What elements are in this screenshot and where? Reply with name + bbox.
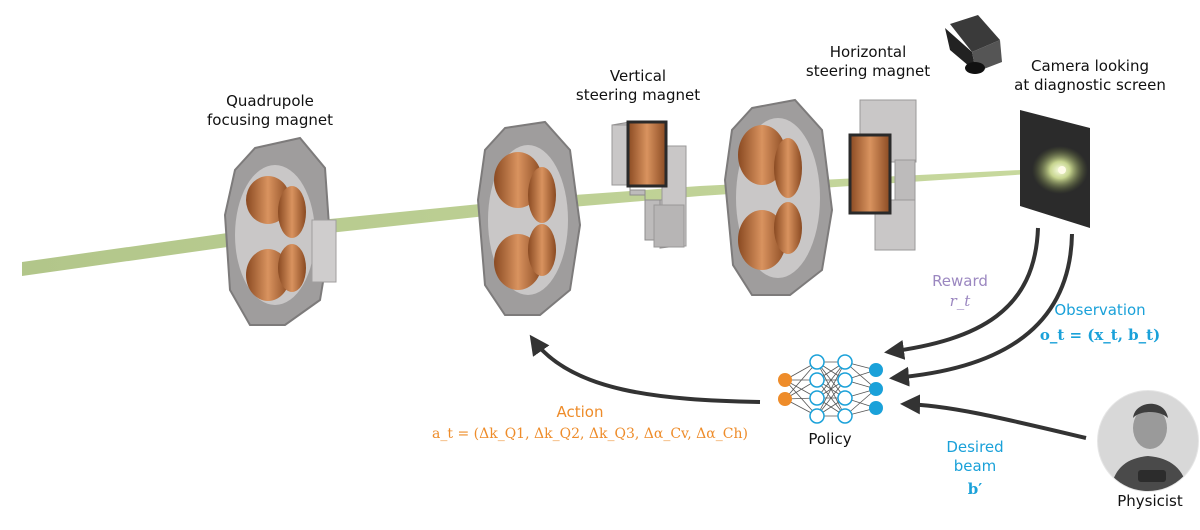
desired-beam-math: b′ [967, 480, 983, 498]
policy-network-icon [778, 354, 883, 424]
horizontal-label: Horizontal steering magnet [798, 43, 938, 81]
electron-beam [22, 168, 1060, 276]
camera-label-line2: at diagnostic screen [1014, 76, 1166, 94]
quadrupole-label: Quadrupole focusing magnet [205, 92, 335, 130]
observation-label: Observation [1054, 301, 1146, 319]
desired-beam-arrow [900, 394, 1087, 440]
vertical-label-line1: Vertical [609, 67, 667, 85]
reward-arrow [884, 227, 1040, 360]
observation-arrow [889, 233, 1074, 387]
reward-math: r_t [949, 292, 971, 310]
desired-beam-line1: Desired [946, 438, 1004, 456]
vertical-label-line2: steering magnet [575, 86, 701, 104]
camera-label: Camera looking at diagnostic screen [1010, 57, 1170, 95]
camera-label-line1: Camera looking [1030, 57, 1150, 75]
physicist-avatar [1097, 390, 1199, 492]
action-arrow [529, 334, 761, 404]
horizontal-label-line1: Horizontal [829, 43, 907, 61]
observation-math: o_t = (x_t, b_t) [1039, 326, 1161, 344]
policy-label: Policy [808, 430, 852, 448]
desired-beam-line2: beam [953, 457, 997, 475]
camera-icon [945, 15, 1002, 74]
quadrupole-magnet-2 [476, 120, 582, 316]
diagnostic-screen [1020, 110, 1090, 228]
action-label: Action [556, 403, 604, 421]
quadrupole-magnet-3 [723, 98, 834, 296]
vertical-label: Vertical steering magnet [568, 67, 708, 105]
quadrupole-label-line2: focusing magnet [207, 111, 333, 129]
action-math: a_t = (Δk_Q1, Δk_Q2, Δk_Q3, Δα_Cv, Δα_Ch… [432, 426, 748, 442]
desired-beam-label: Desired beam [935, 438, 1015, 476]
reward-label: Reward [932, 272, 988, 290]
physicist-label: Physicist [1117, 492, 1183, 510]
horizontal-steering-magnet [848, 99, 917, 251]
vertical-steering-magnet [611, 120, 687, 249]
quadrupole-label-line1: Quadrupole [226, 92, 314, 110]
horizontal-label-line2: steering magnet [805, 62, 931, 80]
quadrupole-magnet-1 [223, 136, 337, 326]
